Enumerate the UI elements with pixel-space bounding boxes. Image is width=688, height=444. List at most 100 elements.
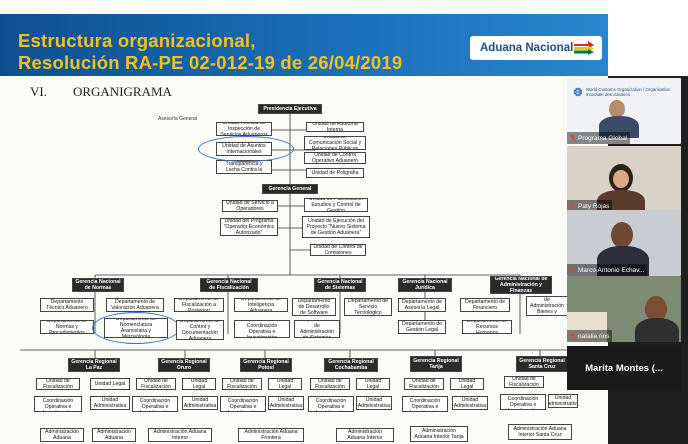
slide-title-line-1: Estructura organizacional, <box>18 30 256 51</box>
box-potosi-legal: Unidad Legal <box>268 378 302 390</box>
box-tarija-coord: Unidad de Coordinación Operativa e Inves… <box>402 396 448 412</box>
box-gr-tarija: Gerencia Regional Tarija <box>410 356 462 372</box>
mic-muted-icon <box>570 134 576 142</box>
box-gr-cochabamba: Gerencia Regional Cochabamba <box>324 358 378 372</box>
box-gr-lapaz: Gerencia Regional La Paz <box>68 358 120 372</box>
participant-tile-3[interactable]: Marco Antonio Echav... <box>567 210 681 276</box>
participant-name-2: Paty Rojas <box>567 200 613 212</box>
participant-tile-2[interactable]: Paty Rojas <box>567 146 681 212</box>
box-oruro-fisc: Unidad de Fiscalización <box>136 378 176 390</box>
box-control-operativo: Unidad de Control Operativo Aduanero <box>304 152 366 164</box>
box-gn-fiscalizacion: Gerencia Nacional de Fiscalización <box>200 278 258 292</box>
participant-label-2: Paty Rojas <box>578 202 610 210</box>
org-chart-connectors <box>20 114 575 358</box>
box-dep-control-doc: Departamento de Control y Documentación … <box>176 320 224 340</box>
document-section-heading: VI. ORGANIGRAMA <box>30 84 172 100</box>
box-auditoria: Unidad de Auditoría Interna <box>306 122 364 132</box>
participant-name-1: Programa Global <box>567 132 631 144</box>
box-gn-juridica: Gerencia Nacional Jurídica <box>398 278 452 292</box>
box-scz-coord: Unidad de Coordinación Operativa e Inves… <box>500 394 546 410</box>
box-tarija-fisc: Unidad de Fiscalización <box>404 378 444 390</box>
globe-icon <box>573 87 583 97</box>
box-gerencia-general: Gerencia General <box>262 184 318 194</box>
active-speaker-name: Marita Montes (... <box>585 362 663 374</box>
box-dep-coord-op: Departamento de Coordinación Operativa e… <box>234 320 290 338</box>
box-ejecucion-proyecto: Unidad de Ejecución del Proyecto "Nuevo … <box>302 216 370 238</box>
box-programa-oea: Unidad del Programa "Operador Económico … <box>220 218 278 236</box>
highlight-ellipse-nomenclatura <box>92 312 180 344</box>
box-oruro-legal: Unidad Legal <box>182 378 216 390</box>
box-gr-potosi: Gerencia Regional Potosí <box>240 358 292 372</box>
participant-name-4: natalia rios <box>567 330 613 342</box>
box-dep-software: Departamento de Desarrollo de Software <box>292 298 336 316</box>
panel-top-area <box>608 0 688 76</box>
mic-muted-icon <box>570 202 576 210</box>
box-dep-financiero: Departamento de Financiero <box>460 298 510 312</box>
box-dep-admin-bienes: Departamento de Administración Bienes y … <box>526 296 568 316</box>
box-gr-oruro: Gerencia Regional Oruro <box>158 358 210 372</box>
mic-muted-icon <box>570 332 576 340</box>
box-dep-normas: Departamento de Normas y Procedimientos <box>40 320 94 334</box>
mic-muted-icon <box>570 266 576 274</box>
box-admin-interior: Administración Aduana Interior <box>148 428 212 442</box>
box-dep-asesoria: Departamento de Asesoría Legal <box>398 298 446 312</box>
box-lapaz-admin: Unidad Administrativa <box>90 396 130 410</box>
box-oruro-admin: Unidad Administrativa <box>182 396 218 410</box>
asesoria-label: Asesoría General <box>158 116 197 122</box>
box-admin-interior-2: Administración Aduana Interior <box>336 428 394 442</box>
box-planificacion: Unidad de Planificación Estudios y Contr… <box>304 198 368 212</box>
box-gn-sistemas: Gerencia Nacional de Sistemas <box>314 278 366 292</box>
brand-text: Aduana Nacional <box>480 42 574 54</box>
box-dep-rrhh: Departamento de Recursos Humanos <box>462 320 512 334</box>
slide-title-line-2: Resolución RA-PE 02-012-19 de 26/04/2019 <box>18 52 403 73</box>
box-cbba-fisc: Unidad de Fiscalización <box>310 378 350 390</box>
box-dep-admin-sistemas: Departamento de Administración de Sistem… <box>294 320 340 338</box>
box-lapaz-coord: Unidad de Coordinación Operativa e Inves… <box>34 396 82 412</box>
box-gn-normas: Gerencia Nacional de Normas <box>72 278 124 292</box>
slide-title-band: Estructura organizacional, Resolución RA… <box>0 14 608 76</box>
box-cbba-legal: Unidad Legal <box>356 378 390 390</box>
box-cbba-admin: Unidad Administrativa <box>356 396 392 410</box>
participant-name-3: Marco Antonio Echav... <box>567 264 648 276</box>
box-poligrafia: Unidad de Poligrafía <box>306 168 364 178</box>
participant-label-1: Programa Global <box>578 134 628 142</box>
box-dep-inteligencia: Departamento de Inteligencia Aduanera <box>234 298 288 312</box>
box-admin-aduana-1: Administración Aduana <box>40 428 84 442</box>
box-admin-santacruz: Administración Aduana Interior Santa Cru… <box>508 424 572 440</box>
box-scz-admin: Unidad Administrativa <box>548 394 578 408</box>
aduana-nacional-logo: Aduana Nacional <box>470 36 602 60</box>
box-dep-tecnico: Departamento Técnico Aduanero <box>40 298 94 312</box>
box-gn-administracion: Gerencia Nacional de Administración y Fi… <box>490 276 552 294</box>
box-cbba-coord: Unidad de Coordinación Operativa e Inves… <box>308 396 354 412</box>
box-presidencia: Presidencia Ejecutiva <box>258 104 322 114</box>
shared-slide: Estructura organizacional, Resolución RA… <box>0 14 608 442</box>
flag-arrows-icon <box>574 41 594 55</box>
box-potosi-fisc: Unidad de Fiscalización <box>222 378 262 390</box>
box-oruro-coord: Unidad de Coordinación Operativa e Inves… <box>132 396 178 412</box>
box-servicio-operadores: Unidad de Servicio a Operadores <box>222 200 278 212</box>
participant-tile-4[interactable]: natalia rios <box>567 276 681 342</box>
box-tarija-admin: Unidad Administrativa <box>452 396 488 410</box>
participant-label-3: Marco Antonio Echav... <box>578 266 645 274</box>
box-dep-gestion-legal: Departamento de Gestión Legal <box>398 320 446 334</box>
box-dep-servicio-tec: Departamento de Servicio Tecnológico <box>344 298 392 316</box>
box-unidad-tecnica: Unidad Técnica de Inspección de Servicio… <box>216 122 272 136</box>
box-tarija-legal: Unidad Legal <box>450 378 484 390</box>
wco-logo: World Customs Organization / Organisatio… <box>573 83 677 101</box>
wco-logo-text: World Customs Organization / Organisatio… <box>585 87 671 97</box>
active-speaker-tile[interactable]: Marita Montes (... <box>567 346 681 390</box>
participant-tile-1[interactable]: World Customs Organization / Organisatio… <box>567 78 681 144</box>
box-scz-fisc: Unidad de Fiscalización <box>504 376 544 388</box>
section-number: VI. <box>30 84 47 99</box>
box-transparencia: Unidad de Transparencia y Lucha Contra l… <box>216 160 272 174</box>
box-control-comisiones: Unidad de Control de Comisiones <box>310 244 366 256</box>
box-lapaz-fisc: Unidad de Fiscalización <box>36 378 80 390</box>
box-dep-fisc-ap: Departamento de Fiscalización a Posterio… <box>174 298 224 312</box>
box-admin-tarija: Administración Aduana Interior Tarija <box>410 426 468 442</box>
section-title: ORGANIGRAMA <box>72 84 172 99</box>
box-potosi-admin: Unidad Administrativa <box>268 396 304 410</box>
box-admin-aduana-2: Administración Aduana <box>92 428 136 442</box>
box-admin-frontera: Administración Aduana Frontera <box>238 428 304 442</box>
participant-label-4: natalia rios <box>578 332 610 340</box>
box-gr-santacruz: Gerencia Regional Santa Cruz <box>516 356 568 372</box>
